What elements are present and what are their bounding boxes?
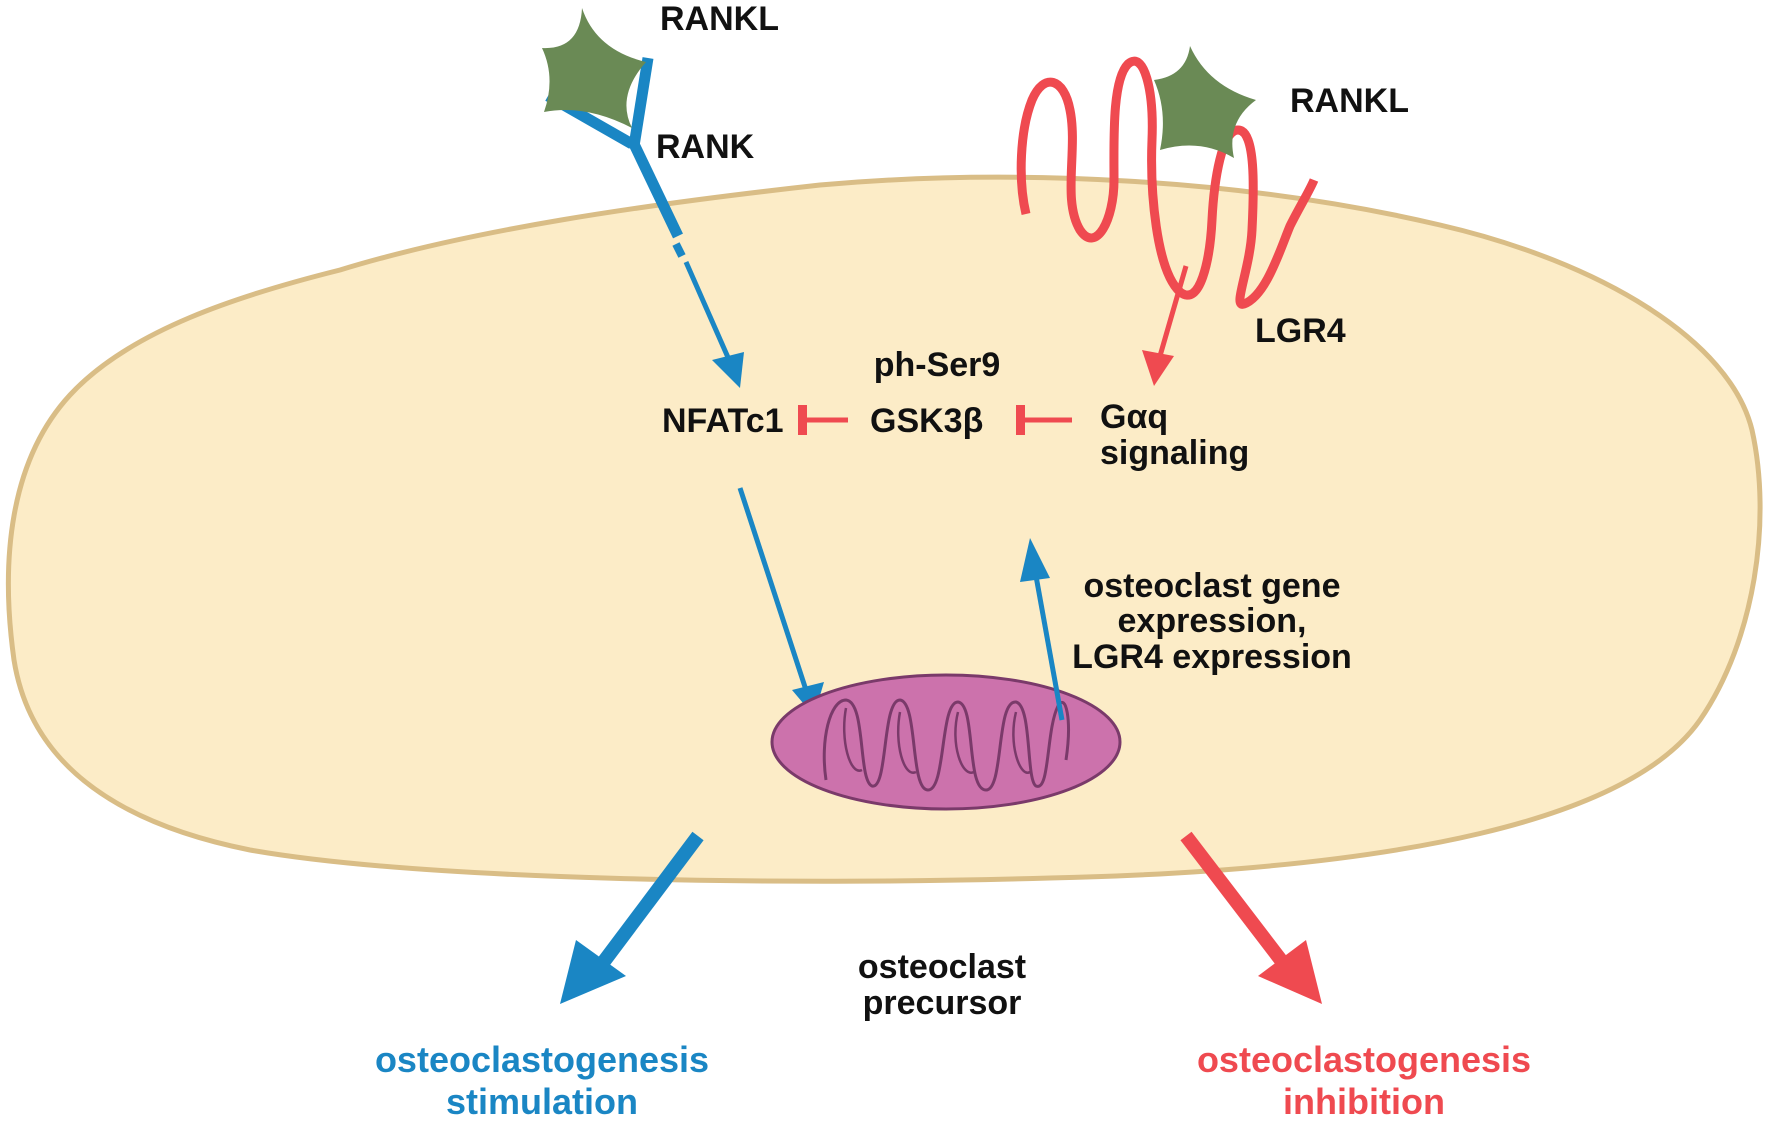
arrowhead-gsk3b <box>1020 538 1050 582</box>
label-expression-1: osteoclast gene <box>1084 567 1341 605</box>
arrow-nucleus-to-gsk3b <box>1033 575 1065 721</box>
arrowhead-nfatc1 <box>712 352 744 388</box>
lgr4-receptor <box>1016 56 1319 309</box>
inhibit-gsk3b-nfatc1 <box>798 405 848 435</box>
label-gsk3b: GSK3β <box>870 402 983 440</box>
arrow-inhibition <box>1180 831 1296 977</box>
inhibit-gaq-gsk3b <box>1016 405 1072 435</box>
cell-membrane <box>5 174 1763 884</box>
rankl-ligand-left <box>542 8 646 128</box>
chromatin <box>822 698 1070 792</box>
label-signaling: signaling <box>1100 434 1249 472</box>
label-rankl-left: RANKL <box>660 0 779 38</box>
rank-receptor <box>545 57 686 258</box>
label-rankl-right: RANKL <box>1290 82 1409 120</box>
label-expression-2: expression, <box>1118 602 1307 640</box>
label-ph-ser9: ph-Ser9 <box>874 346 1001 384</box>
arrow-stimulation <box>590 831 704 977</box>
label-expression-3: LGR4 expression <box>1072 638 1352 676</box>
arrowhead-gaq <box>1142 350 1174 386</box>
label-precursor-1: osteoclast <box>858 948 1026 986</box>
arrow-nfatc1-to-nucleus <box>737 487 809 691</box>
label-stimulation-1: osteoclastogenesis <box>375 1039 709 1080</box>
label-stimulation-2: stimulation <box>446 1081 638 1122</box>
label-rank: RANK <box>656 128 755 166</box>
arrowhead-stimulation <box>560 940 626 1004</box>
chromatin-loops <box>842 707 1031 774</box>
rankl-ligand-right <box>1154 46 1256 158</box>
arrow-lgr4-to-gaq <box>1157 265 1189 357</box>
label-precursor-2: precursor <box>863 984 1022 1022</box>
label-inhibition-2: inhibition <box>1283 1081 1445 1122</box>
arrow-rank-to-nfatc1 <box>683 260 733 364</box>
label-lgr4: LGR4 <box>1255 312 1346 350</box>
label-inhibition-1: osteoclastogenesis <box>1197 1039 1531 1080</box>
arrowhead-inhibition <box>1258 940 1322 1004</box>
label-gaq: Gαq <box>1100 398 1168 436</box>
label-nfatc1: NFATc1 <box>662 402 784 440</box>
